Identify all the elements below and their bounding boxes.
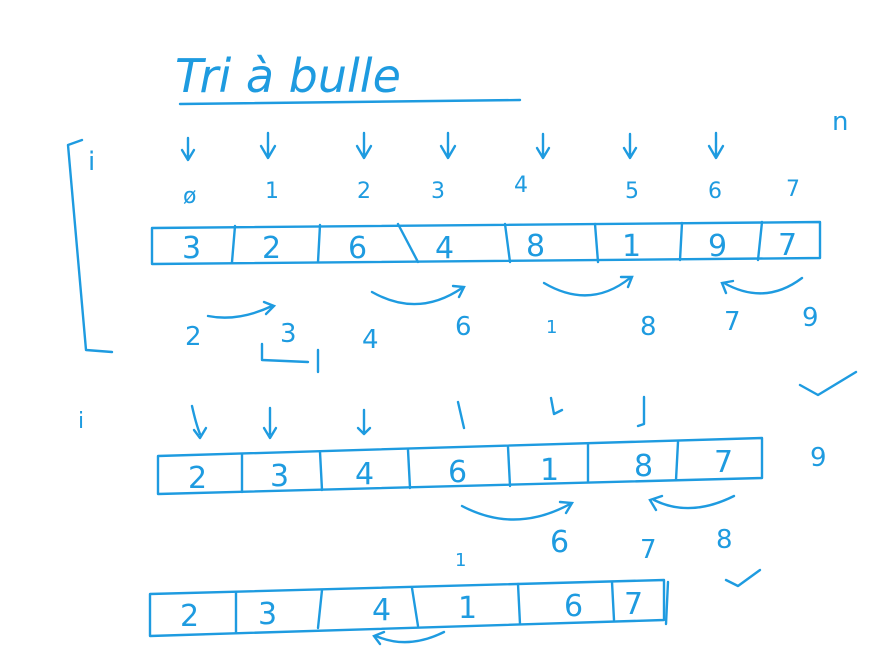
checkmark-icon — [798, 370, 858, 397]
pass3-swap-arrow — [372, 630, 446, 646]
result: 9 — [802, 303, 819, 333]
cell: 3 — [182, 231, 201, 266]
cell: 2 — [188, 461, 207, 496]
pass1-swap-arrows — [206, 275, 804, 319]
result: 6 — [550, 525, 569, 560]
result: 7 — [640, 535, 657, 565]
cell: 6 — [348, 231, 367, 266]
cell: 8 — [634, 449, 653, 484]
index: 5 — [625, 179, 639, 204]
cell: 8 — [526, 229, 545, 264]
label-i-top: i — [88, 147, 95, 177]
result: 7 — [724, 307, 741, 337]
pass1-indices: ø 1 2 3 4 5 6 7 — [183, 173, 800, 209]
index: 4 — [514, 173, 528, 198]
index: 3 — [431, 179, 445, 204]
cell: 2 — [262, 231, 281, 266]
result: 6 — [455, 312, 472, 342]
result: 8 — [716, 525, 733, 555]
title: Tri à bulle — [175, 49, 401, 103]
cell: 7 — [714, 445, 733, 480]
label-n: n — [832, 107, 848, 137]
pass3-array: 2 3 4 1 6 7 — [148, 578, 670, 638]
cell: 1 — [622, 229, 641, 264]
checkmark-icon — [724, 568, 762, 588]
cell: 1 — [540, 453, 559, 488]
cell: 2 — [180, 599, 199, 634]
index: ø — [183, 184, 196, 209]
index: 1 — [265, 179, 279, 204]
pass1-array: 3 2 6 4 8 1 9 7 — [150, 220, 822, 266]
index: 2 — [357, 179, 371, 204]
result: 4 — [362, 325, 379, 355]
cell: 1 — [458, 591, 477, 626]
result: 1 — [546, 317, 557, 338]
pass2-swap-arrows — [460, 494, 736, 521]
pass2-side-value: 9 — [810, 443, 827, 473]
index: 7 — [786, 177, 800, 202]
loop-bracket — [66, 138, 114, 354]
cell: 6 — [564, 589, 583, 624]
label-i-bottom: i — [78, 409, 84, 434]
cell: 4 — [435, 231, 454, 266]
title-underline — [178, 98, 522, 106]
cell: 4 — [355, 457, 374, 492]
pass2-array: 2 3 4 6 1 8 7 — [156, 436, 764, 496]
index: 6 — [708, 179, 722, 204]
pass1-down-arrows — [180, 131, 725, 162]
cell: 7 — [778, 228, 797, 263]
result: 3 — [280, 319, 297, 349]
result: 8 — [640, 312, 657, 342]
result: 2 — [185, 322, 202, 352]
pass2-results: 1 6 7 8 — [455, 525, 733, 571]
cell: 7 — [624, 587, 643, 622]
pass2-down-arrows — [190, 395, 646, 440]
cell: 3 — [258, 597, 277, 632]
cell: 3 — [270, 459, 289, 494]
result: 1 — [455, 550, 466, 571]
cell: 6 — [448, 455, 467, 490]
cell: 9 — [708, 229, 727, 264]
cell: 4 — [372, 593, 391, 628]
pass1-results: 2 3 4 6 1 8 7 9 — [185, 303, 819, 374]
